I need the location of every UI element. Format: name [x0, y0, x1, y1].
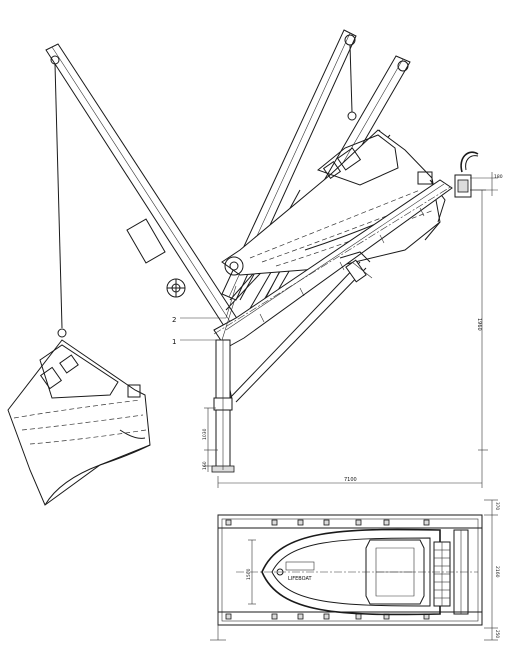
davit-post: [211, 339, 235, 473]
plan-grille: [434, 542, 450, 606]
dim-width-bottom: 7100: [344, 477, 357, 483]
elevation-dimensions: 180 1960 7100 1030 160: [202, 172, 503, 488]
lowered-lifeboat: [7, 339, 151, 506]
dim-plan-bottom: 250: [495, 630, 500, 638]
stowed-lifeboat: [221, 129, 446, 276]
plan-rail-bolts: [225, 519, 430, 620]
dim-plan-middle: 2160: [494, 566, 500, 578]
dim-left-small: 160: [202, 461, 208, 470]
left-davit-arm: [45, 43, 239, 338]
boat-marking: LIFEBOAT: [288, 576, 313, 582]
dim-top-right: 180: [494, 174, 503, 180]
callout-2-label: 2: [172, 316, 176, 324]
dim-height-left: 1030: [202, 428, 208, 440]
dim-height-right: 1960: [476, 318, 482, 331]
plan-view: LIFEBOAT 1500 370 2160 250: [210, 499, 500, 641]
dim-plan-top: 370: [495, 502, 500, 510]
callouts: 2 1: [172, 285, 237, 346]
callout-1-label: 1: [172, 338, 176, 346]
dim-plan-inner-width: 1500: [246, 568, 252, 580]
